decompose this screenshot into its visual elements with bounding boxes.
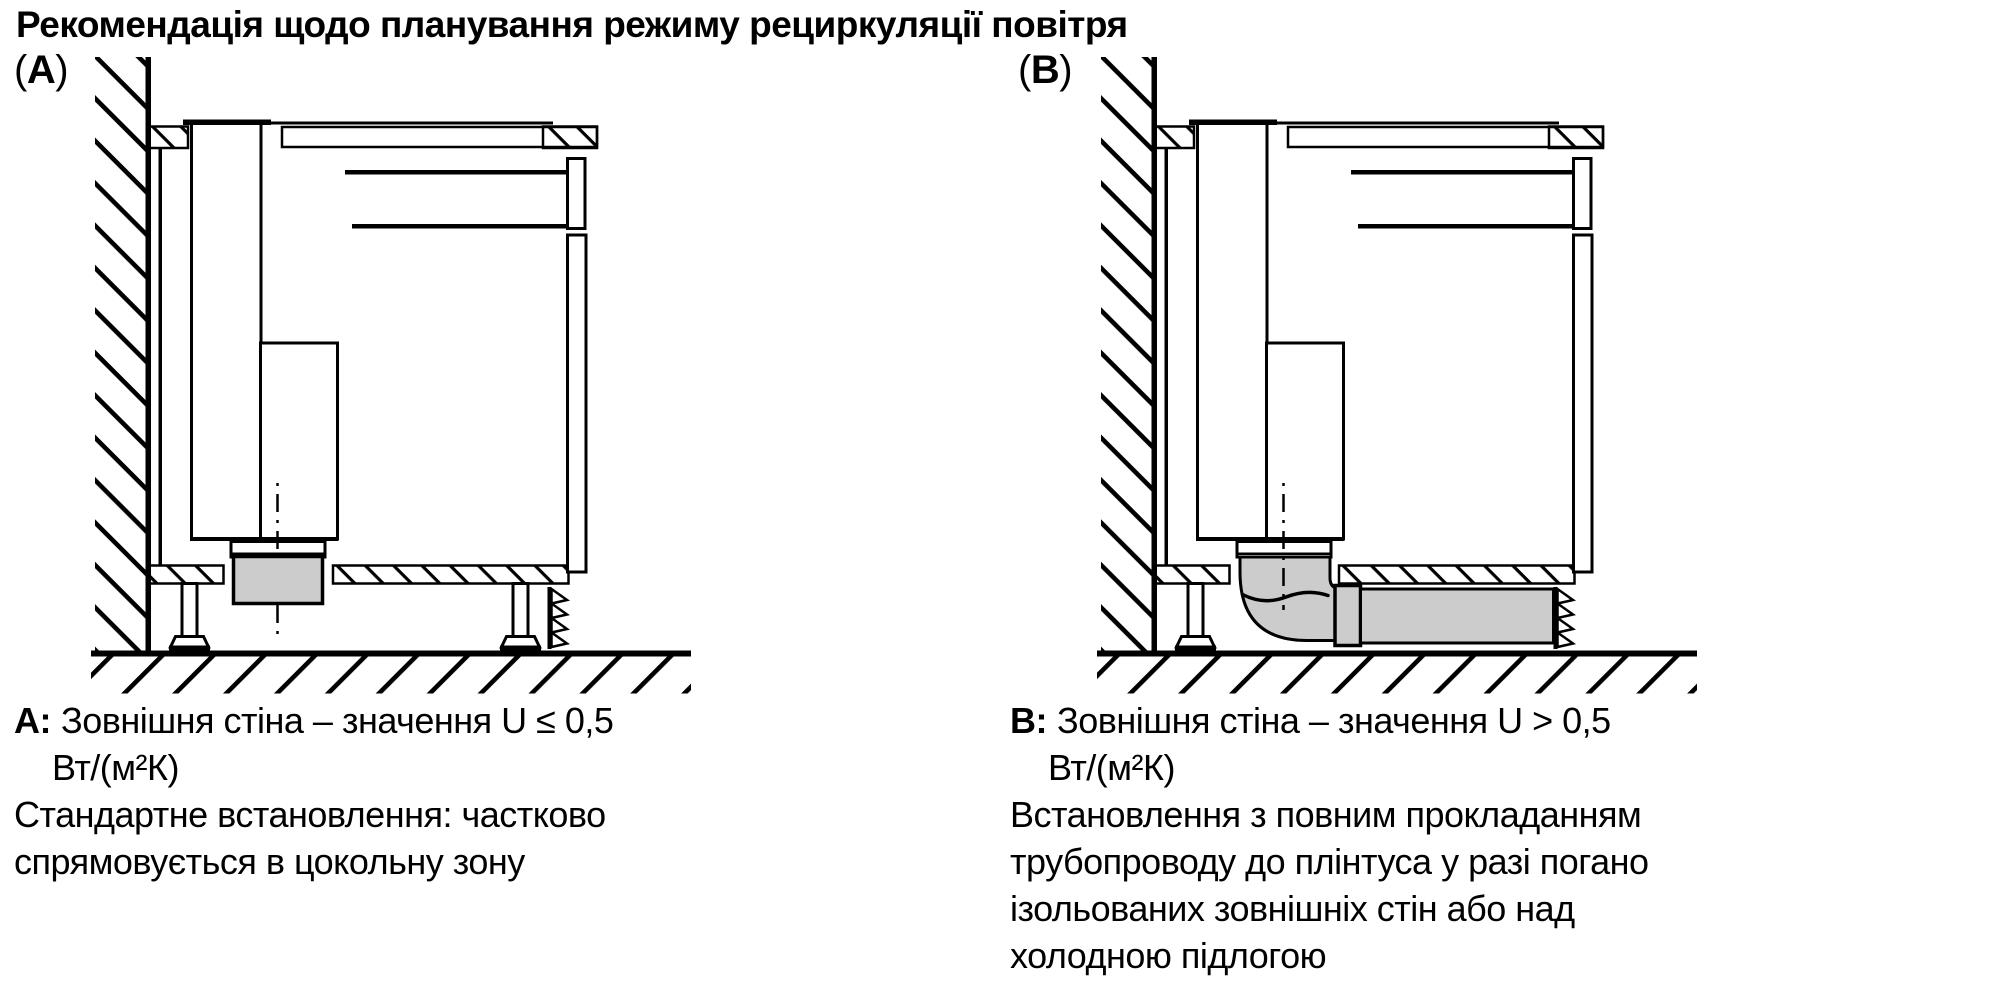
cabinet-foot-rear bbox=[1174, 635, 1217, 649]
caption-a-text-3: спрямовується в цокольну зону bbox=[14, 841, 525, 882]
figure-a-label-paren-open: ( bbox=[14, 48, 27, 92]
caption-b: B:Зовнішня стіна – значення U > 0,5 Вт/(… bbox=[1010, 697, 1995, 979]
drawer-line-lower bbox=[352, 224, 568, 229]
drawer-line-lower bbox=[1358, 224, 1574, 229]
cabinet-back-panel bbox=[158, 147, 162, 566]
figure-b-label-letter: B bbox=[1030, 48, 1060, 92]
diagram-a bbox=[91, 57, 691, 694]
cabinet-foot-front-a bbox=[499, 635, 542, 649]
blower-unit-box bbox=[259, 341, 339, 541]
cabinet-front-panel bbox=[566, 233, 588, 574]
diagram-b bbox=[1097, 57, 1697, 694]
caption-a-text-2: Стандартне встановлення: частково bbox=[14, 794, 606, 835]
caption-b-text-2: Встановлення з повним прокладанням bbox=[1010, 794, 1642, 835]
duct-elbow-b bbox=[1238, 555, 1344, 642]
downdraft-shaft-right-wall bbox=[259, 124, 263, 539]
plinth-outlet-assembly-a bbox=[231, 483, 542, 651]
hob-surface-thick-line bbox=[183, 119, 271, 125]
figure-b-label-paren-close: ) bbox=[1059, 48, 1073, 92]
worktop-right-section bbox=[1547, 125, 1605, 150]
cabinet-back-panel bbox=[1164, 147, 1168, 566]
downdraft-shaft-right-wall bbox=[1265, 124, 1269, 539]
caption-b-text-1: Зовнішня стіна – значення U > 0,5 bbox=[1057, 700, 1611, 741]
cabinet-bottom-board-right bbox=[331, 564, 570, 585]
figure-b-label: (B) bbox=[1018, 48, 1073, 93]
caption-a-unit-line: Вт/(м²К) bbox=[52, 747, 180, 788]
wall-line bbox=[1151, 57, 1157, 652]
wall-hatch bbox=[1101, 57, 1152, 651]
caption-b-text-4: ізольованих зовнішніх стін або над bbox=[1010, 888, 1575, 929]
duct-break-line-b bbox=[1240, 590, 1330, 603]
floor-line bbox=[1097, 650, 1697, 657]
plinth-outlet-box-a bbox=[231, 554, 325, 606]
plinth-grille-bar bbox=[1553, 587, 1558, 649]
shaft-bottom-line bbox=[190, 537, 338, 541]
caption-b-prefix: B: bbox=[1010, 700, 1048, 741]
drawer-front-top bbox=[1572, 157, 1593, 230]
caption-a: A:Зовнішня стіна – значення U ≤ 0,5 Вт/(… bbox=[14, 697, 984, 885]
cabinet-foot-rear bbox=[168, 635, 211, 649]
floor-hatch bbox=[91, 656, 691, 694]
cabinet-structure bbox=[91, 57, 691, 694]
figure-a-label-letter: A bbox=[26, 48, 56, 92]
page-title: Рекомендація щодо планування режиму реци… bbox=[16, 4, 1128, 45]
cabinet-structure bbox=[1097, 57, 1697, 694]
caption-b-text-3: трубопроводу до плінтуса у разі погано bbox=[1010, 841, 1649, 882]
hob-surface-thick-line bbox=[1189, 119, 1277, 125]
cabinet-front-panel bbox=[1572, 233, 1594, 574]
downdraft-shaft-left-wall bbox=[1196, 124, 1199, 539]
outlet-adapter-line bbox=[1237, 552, 1331, 555]
caption-b-text-5: холодною підлогою bbox=[1010, 935, 1327, 976]
caption-b-line-1: B:Зовнішня стіна – значення U > 0,5 bbox=[1010, 697, 1995, 744]
cabinet-bottom-board-right bbox=[1337, 564, 1576, 585]
cabinet-foot-rear-base bbox=[1175, 645, 1216, 651]
cabinet-leg-rear bbox=[180, 582, 199, 638]
cabinet-foot-rear-base bbox=[169, 645, 210, 651]
wall-hatch bbox=[95, 57, 146, 651]
drawer-line-upper bbox=[1351, 170, 1574, 175]
cabinet-bottom-board-left bbox=[1154, 564, 1231, 585]
drawer-line-upper bbox=[345, 170, 568, 175]
drawer-front-top bbox=[566, 157, 587, 230]
plinth-grille-teeth bbox=[1556, 586, 1577, 649]
floor-hatch bbox=[1097, 656, 1697, 694]
downdraft-shaft-left-wall bbox=[190, 124, 193, 539]
figure-a-label-paren-close: ) bbox=[55, 48, 69, 92]
caption-a-prefix: A: bbox=[14, 700, 52, 741]
blower-unit-box bbox=[1265, 341, 1345, 541]
caption-b-unit-line: Вт/(м²К) bbox=[1048, 747, 1176, 788]
hob-surface-thin-line bbox=[271, 121, 553, 125]
cabinet-leg-rear bbox=[1186, 582, 1205, 638]
caption-a-text-1: Зовнішня стіна – значення U ≤ 0,5 bbox=[61, 700, 614, 741]
worktop-right-section bbox=[541, 125, 599, 150]
floor-line bbox=[91, 650, 691, 657]
cabinet-bottom-board-left bbox=[148, 564, 225, 585]
cabinet-leg-front-a bbox=[511, 582, 530, 638]
worktop-left-section bbox=[148, 125, 190, 150]
wall-line bbox=[145, 57, 151, 652]
caption-a-line-1: A:Зовнішня стіна – значення U ≤ 0,5 bbox=[14, 697, 984, 744]
cabinet-foot-front-base-a bbox=[500, 645, 541, 651]
duct-coupling-b bbox=[1333, 583, 1363, 648]
full-duct-assembly-b bbox=[1238, 483, 1555, 648]
hob-surface-thin-line bbox=[1277, 121, 1559, 125]
figure-b-label-paren-open: ( bbox=[1018, 48, 1031, 92]
outlet-adapter-line bbox=[231, 552, 325, 555]
plinth-grille-teeth bbox=[550, 586, 571, 649]
plinth-grille-bar bbox=[547, 587, 552, 649]
worktop-left-section bbox=[1154, 125, 1196, 150]
plinth-duct-b bbox=[1359, 587, 1555, 645]
shaft-bottom-line bbox=[1196, 537, 1344, 541]
figure-a-label: (A) bbox=[14, 48, 69, 93]
